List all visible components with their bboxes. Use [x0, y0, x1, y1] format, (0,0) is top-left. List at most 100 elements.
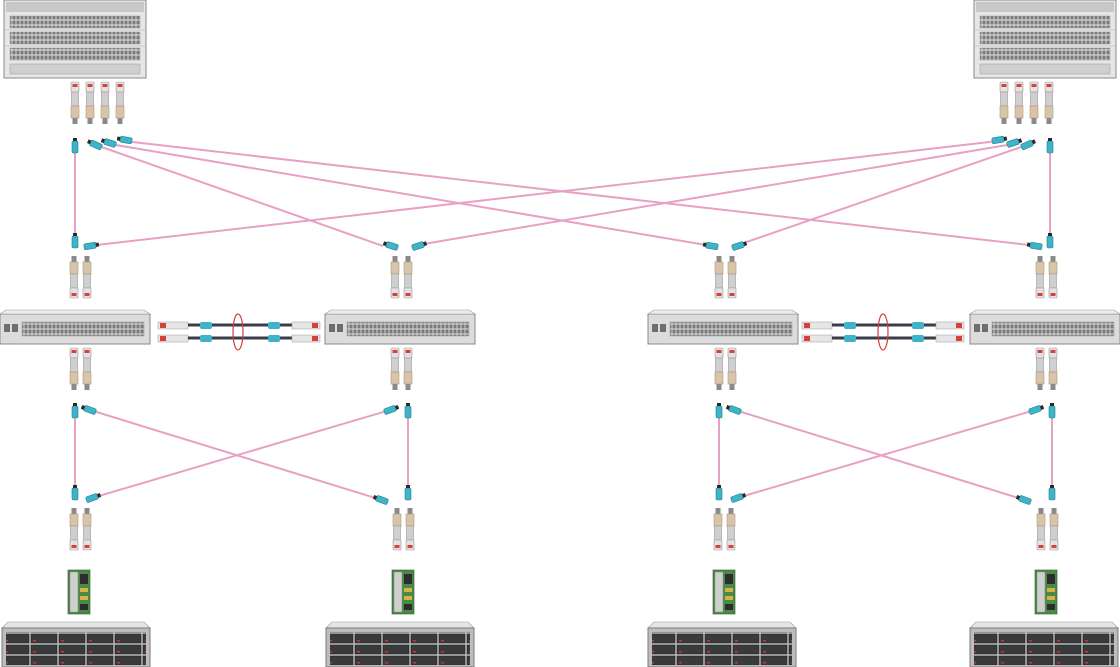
- nic-icon: [67, 569, 91, 615]
- mtp-connector-icon: [715, 484, 723, 501]
- leaf-switch-2[interactable]: [324, 309, 476, 345]
- mtp-connector-icon: [71, 402, 79, 419]
- leaf-switch-3[interactable]: [647, 309, 799, 345]
- mtp-connector-icon: [715, 402, 723, 419]
- dac-cable-bundle-right: [801, 313, 965, 351]
- nic-icon: [391, 569, 415, 615]
- transceiver-icon: [1029, 81, 1039, 125]
- leaf-bottom-mtp-connectors: [71, 402, 1056, 419]
- server-nics: [67, 569, 1058, 615]
- mtp-connector-icon: [1046, 232, 1054, 249]
- mtp-connector-icon: [1026, 240, 1043, 251]
- fiber-cable: [95, 144, 384, 247]
- server-transceivers: [69, 507, 1059, 551]
- bundle-ring: [232, 313, 244, 351]
- transceiver-icon: [69, 347, 79, 391]
- transceiver-icon: [1048, 255, 1058, 299]
- mtp-connector-icon: [80, 403, 98, 416]
- mtp-connector-icon: [404, 402, 412, 419]
- mtp-connector-icon: [730, 239, 748, 252]
- mtp-connector-icon: [1048, 484, 1056, 501]
- transceiver-icon: [405, 507, 415, 551]
- nic-icon: [712, 569, 736, 615]
- mtp-connector-icon: [410, 239, 428, 252]
- transceiver-icon: [390, 255, 400, 299]
- mtp-connector-icon: [702, 240, 719, 251]
- transceiver-icon: [390, 347, 400, 391]
- transceiver-icon: [714, 255, 724, 299]
- mtp-connector-icon: [382, 239, 400, 252]
- transceiver-icon: [726, 507, 736, 551]
- transceiver-icon: [392, 507, 402, 551]
- transceiver-icon: [403, 347, 413, 391]
- spine-right-transceivers: [999, 81, 1054, 125]
- transceiver-icon: [82, 507, 92, 551]
- leaf-lower-transceivers: [69, 347, 1058, 391]
- mtp-connector-icon: [382, 403, 400, 416]
- mtp-connector-icon: [729, 491, 747, 504]
- transceiver-icon: [999, 81, 1009, 125]
- leaf-upper-transceivers: [69, 255, 1058, 299]
- transceiver-icon: [1035, 255, 1045, 299]
- leaf-top-mtp-connectors: [71, 232, 1054, 252]
- server-3[interactable]: [647, 621, 797, 667]
- server-2[interactable]: [325, 621, 475, 667]
- transceiver-icon: [713, 507, 723, 551]
- mtp-connector-icon: [725, 403, 743, 416]
- fiber-cable: [736, 409, 1036, 499]
- mtp-connector-icon: [100, 136, 118, 149]
- transceiver-icon: [1036, 507, 1046, 551]
- fiber-cable: [411, 143, 1014, 247]
- fiber-cable: [734, 144, 1028, 247]
- mtp-connector-icon: [991, 134, 1008, 145]
- transceiver-icon: [1014, 81, 1024, 125]
- mtp-connector-icon: [1015, 493, 1033, 506]
- mtp-connector-icon: [1027, 403, 1045, 416]
- transceiver-icon: [403, 255, 413, 299]
- mtp-connector-icon: [71, 232, 79, 249]
- fiber-cables: [74, 140, 1053, 501]
- transceiver-icon: [100, 81, 110, 125]
- transceiver-icon: [115, 81, 125, 125]
- fiber-cable: [87, 140, 999, 247]
- fiber-cable: [109, 143, 713, 247]
- transceiver-icon: [70, 81, 80, 125]
- leaf-switch-4[interactable]: [969, 309, 1120, 345]
- nic-icon: [1034, 569, 1058, 615]
- transceiver-icon: [69, 507, 79, 551]
- mtp-connector-icon: [71, 484, 79, 501]
- fiber-cable: [91, 409, 391, 499]
- spine-mtp-connectors: [71, 134, 1054, 154]
- transceiver-icon: [727, 347, 737, 391]
- transceiver-icon: [727, 255, 737, 299]
- mtp-connector-icon: [71, 137, 79, 154]
- bundle-ring: [877, 313, 889, 351]
- transceiver-icon: [1048, 347, 1058, 391]
- mtp-connector-icon: [116, 134, 133, 145]
- fiber-cable: [123, 140, 1039, 247]
- transceiver-icon: [82, 347, 92, 391]
- leaf-switch-1[interactable]: [0, 309, 151, 345]
- server-4[interactable]: [969, 621, 1119, 667]
- spine-switch-right[interactable]: [973, 0, 1117, 79]
- mtp-connector-icon: [404, 484, 412, 501]
- server-top-mtp-connectors: [71, 484, 1056, 506]
- transceiver-icon: [714, 347, 724, 391]
- transceiver-icon: [69, 255, 79, 299]
- mtp-connector-icon: [372, 493, 390, 506]
- dac-cable-bundle-left: [157, 313, 321, 351]
- mtp-connector-icon: [1005, 136, 1023, 149]
- mtp-connector-icon: [86, 137, 104, 151]
- transceiver-icon: [85, 81, 95, 125]
- transceiver-icon: [1035, 347, 1045, 391]
- spine-left-transceivers: [70, 81, 125, 125]
- mtp-connector-icon: [84, 491, 102, 504]
- transceiver-icon: [82, 255, 92, 299]
- transceiver-icon: [1049, 507, 1059, 551]
- mtp-connector-icon: [1019, 137, 1037, 151]
- transceiver-icon: [1044, 81, 1054, 125]
- spine-switch-left[interactable]: [3, 0, 147, 79]
- server-1[interactable]: [1, 621, 151, 667]
- mtp-connector-icon: [83, 240, 100, 251]
